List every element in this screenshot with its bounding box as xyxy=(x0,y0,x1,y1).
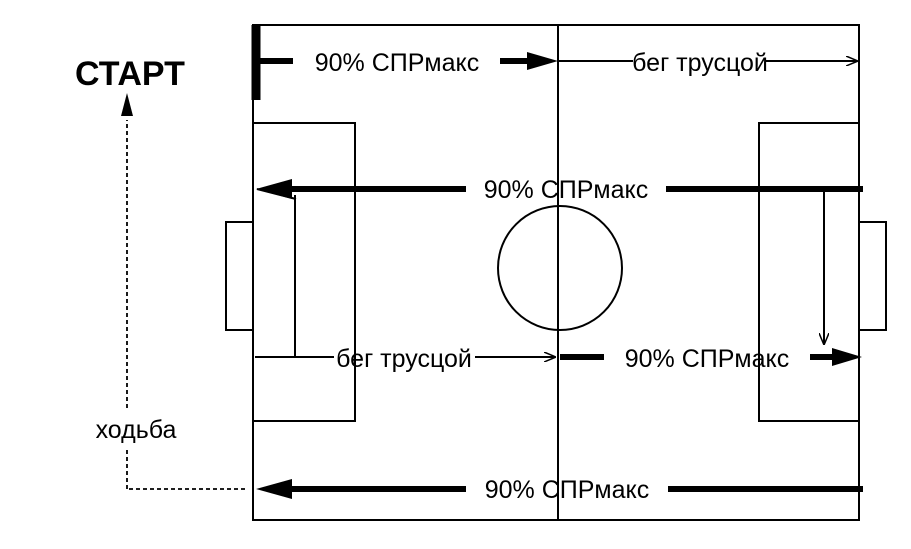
football-field xyxy=(225,24,887,521)
path-bottom-return xyxy=(256,479,863,499)
label-middle-left: бег трусцой xyxy=(336,345,472,373)
walk-label: ходьба xyxy=(96,416,177,444)
label-top-right: бег трусцой xyxy=(632,49,768,77)
arrowhead-middle-sprint xyxy=(832,348,862,366)
label-top-left: 90% СПРмакс xyxy=(315,49,480,77)
left-goal xyxy=(225,221,254,331)
arrowhead-upper-return xyxy=(256,179,292,199)
label-middle-right: 90% СПРмакс xyxy=(625,345,790,373)
arrowhead-walk xyxy=(121,93,133,116)
arrowhead-bottom-return xyxy=(256,479,292,499)
center-circle xyxy=(497,205,623,331)
right-penalty-area xyxy=(758,122,860,422)
start-label: СТАРТ xyxy=(75,55,185,93)
right-goal xyxy=(858,221,887,331)
field-boundary xyxy=(252,24,860,521)
arrowhead-top-sprint xyxy=(527,52,558,70)
label-upper-return: 90% СПРмакс xyxy=(484,176,649,204)
path-middle-row xyxy=(255,348,862,366)
left-penalty-area xyxy=(252,122,356,422)
label-bottom-return: 90% СПРмакс xyxy=(485,476,650,504)
path-upper-return xyxy=(256,179,863,200)
path-top-row xyxy=(256,52,857,70)
walk-path xyxy=(126,120,245,490)
